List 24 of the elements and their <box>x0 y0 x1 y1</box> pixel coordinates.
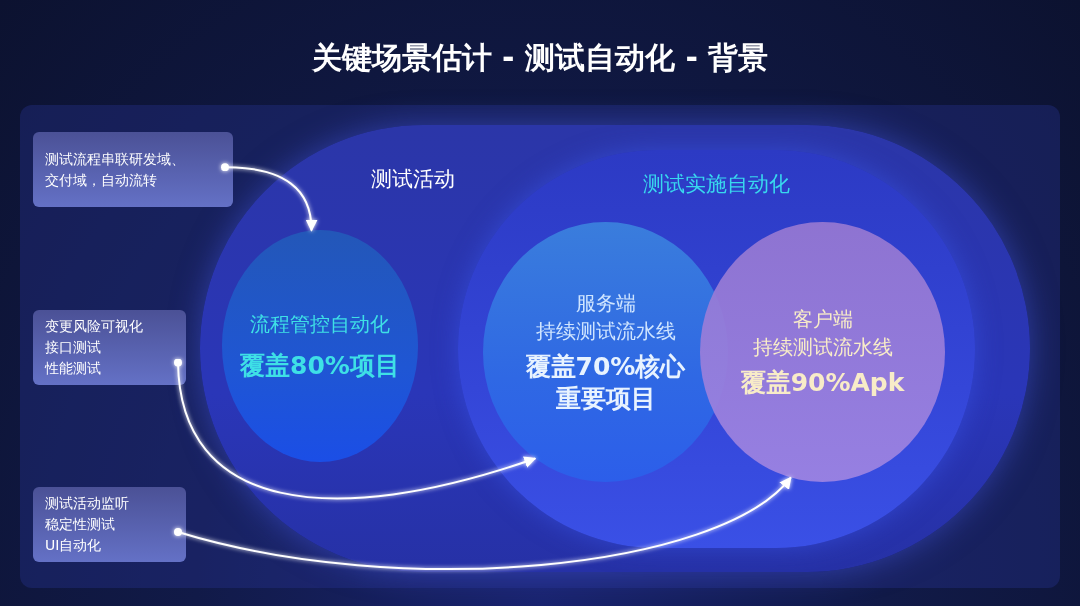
group-heading: 测试实施自动化 <box>643 172 790 196</box>
note-card <box>33 310 186 385</box>
note-text: 稳定性测试 <box>45 515 116 534</box>
note-text: 性能测试 <box>45 359 102 378</box>
circle-heading: 服务端 <box>575 290 636 317</box>
curved-arrow <box>174 358 537 500</box>
coverage-text: 覆盖80%项目 <box>240 350 400 382</box>
circle-heading: 持续测试流水线 <box>752 334 893 361</box>
page-title: 关键场景估计 - 测试自动化 - 背景 <box>310 39 770 77</box>
note-text: 测试流程串联研发域、交付域，自动流转 <box>45 149 186 190</box>
group-heading: 测试活动 <box>371 167 455 191</box>
note-text: 接口测试 <box>45 338 102 357</box>
note-card <box>33 132 233 207</box>
note-card <box>33 487 186 562</box>
note-text: 测试活动监听 <box>45 494 130 513</box>
circle-heading: 客户端 <box>792 306 853 333</box>
note-text: 变更风险可视化 <box>45 317 144 336</box>
curved-arrow <box>221 163 317 232</box>
circle-heading: 流程管控自动化 <box>250 311 390 338</box>
coverage-text: 覆盖70%核心重要项目 <box>525 351 686 415</box>
note-text: UI自动化 <box>45 536 103 555</box>
circle-heading: 持续测试流水线 <box>535 318 676 345</box>
curved-arrow <box>174 476 792 570</box>
coverage-text: 覆盖90%Apk <box>740 367 905 399</box>
